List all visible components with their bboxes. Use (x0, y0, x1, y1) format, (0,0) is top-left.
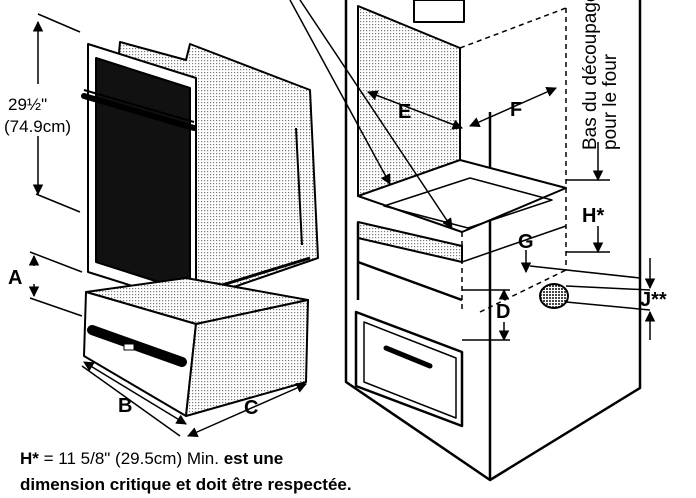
label-d: D (496, 301, 510, 323)
footnote-symbol: H* (20, 449, 39, 468)
footnote-emphasis: est une (223, 449, 284, 468)
cutout-caption: Bas du découpage pour le four (580, 0, 621, 150)
footnote-value: = 11 5/8" (29.5cm) Min. (38, 449, 224, 468)
label-j: J** (640, 289, 667, 311)
installation-diagram: 29½" (74.9cm) A B C D E F G H* J** Bas d… (4, 0, 667, 482)
footnote-line2: dimension critique et doit être respecté… (20, 475, 352, 494)
footnote-line1: H* = 11 5/8" (29.5cm) Min. est une (20, 446, 690, 472)
label-a: A (8, 267, 22, 289)
height-metric: (74.9cm) (4, 117, 71, 136)
oven-handle (81, 93, 197, 131)
label-c: C (244, 397, 258, 419)
cabinet-drawer (354, 310, 464, 428)
cabinet-drawer-handle (383, 345, 433, 369)
junction-box (539, 283, 569, 309)
right-dimension-lines (289, 0, 656, 342)
label-f: F (510, 99, 522, 121)
cutout-caption-line2: pour le four (600, 53, 621, 150)
height-imperial: 29½" (8, 95, 47, 114)
left-dimension-lines (28, 13, 307, 437)
label-g: G (518, 231, 534, 253)
cutout-caption-line1: Bas du découpage (580, 0, 601, 150)
label-b: B (118, 395, 132, 417)
label-e: E (398, 101, 411, 123)
wall-oven (81, 41, 319, 307)
label-h: H* (582, 205, 604, 227)
oven-window (95, 57, 191, 293)
footnote: H* = 11 5/8" (29.5cm) Min. est une dimen… (20, 446, 690, 498)
drawer-handle (87, 325, 187, 367)
